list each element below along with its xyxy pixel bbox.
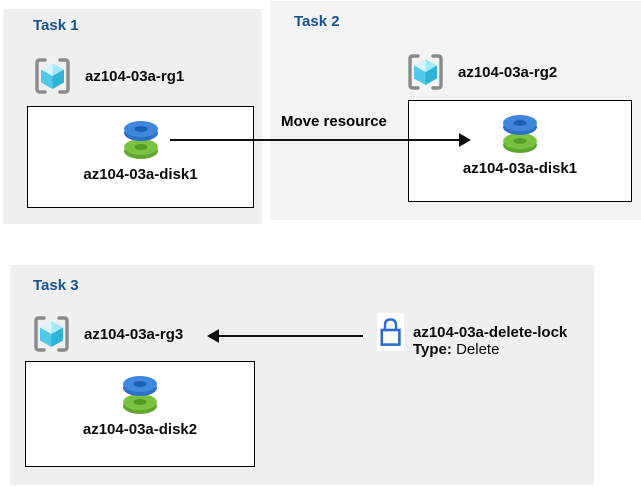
disk-icon <box>121 118 161 160</box>
arrow-left-icon <box>207 329 219 343</box>
task1-title: Task 1 <box>33 17 79 34</box>
lock-plate <box>377 313 404 351</box>
task3-disk-label: az104-03a-disk2 <box>82 421 198 438</box>
task1-disk-box: az104-03a-disk1 <box>27 106 254 208</box>
move-resource-label: Move resource <box>281 113 387 130</box>
task1-resource-group: az104-03a-rg1 <box>34 57 184 95</box>
lock-type-value: Delete <box>451 341 500 358</box>
task3-panel: Task 3 az104-03a-rg3 az104-03a-disk2 <box>10 265 594 485</box>
task3-disk-box: az104-03a-disk2 <box>25 361 255 467</box>
lock-name: az104-03a-delete-lock <box>413 324 568 341</box>
task3-title: Task 3 <box>33 277 79 294</box>
lock-type-label: Type: <box>413 341 452 358</box>
move-arrow-line <box>170 139 460 141</box>
disk-icon <box>500 112 540 154</box>
task2-disk-box: az104-03a-disk1 <box>408 100 632 202</box>
task3-resource-group: az104-03a-rg3 <box>33 315 183 353</box>
lock-annotation: az104-03a-delete-lock Type: Delete <box>413 324 567 358</box>
disk-icon <box>120 373 160 415</box>
task2-panel: Task 2 az104-03a-rg2 az104-03a-disk1 <box>270 1 641 220</box>
task3-rg-label: az104-03a-rg3 <box>84 325 184 343</box>
task2-disk-label: az104-03a-disk1 <box>462 160 578 177</box>
task2-resource-group: az104-03a-rg2 <box>407 53 557 91</box>
task2-rg-label: az104-03a-rg2 <box>458 63 558 81</box>
task1-rg-label: az104-03a-rg1 <box>85 67 185 85</box>
task2-title: Task 2 <box>294 13 340 30</box>
arrow-right-icon <box>459 133 471 147</box>
lock-arrow-line <box>219 335 363 337</box>
lock-icon <box>377 314 404 350</box>
lock-type-line: Type: Delete <box>413 341 567 358</box>
task1-disk-label: az104-03a-disk1 <box>83 166 198 183</box>
resource-group-icon <box>407 53 444 91</box>
resource-group-icon <box>33 315 70 353</box>
resource-group-icon <box>34 57 71 95</box>
task1-panel: Task 1 az104-03a-rg1 az104-03a-disk1 <box>3 9 262 224</box>
